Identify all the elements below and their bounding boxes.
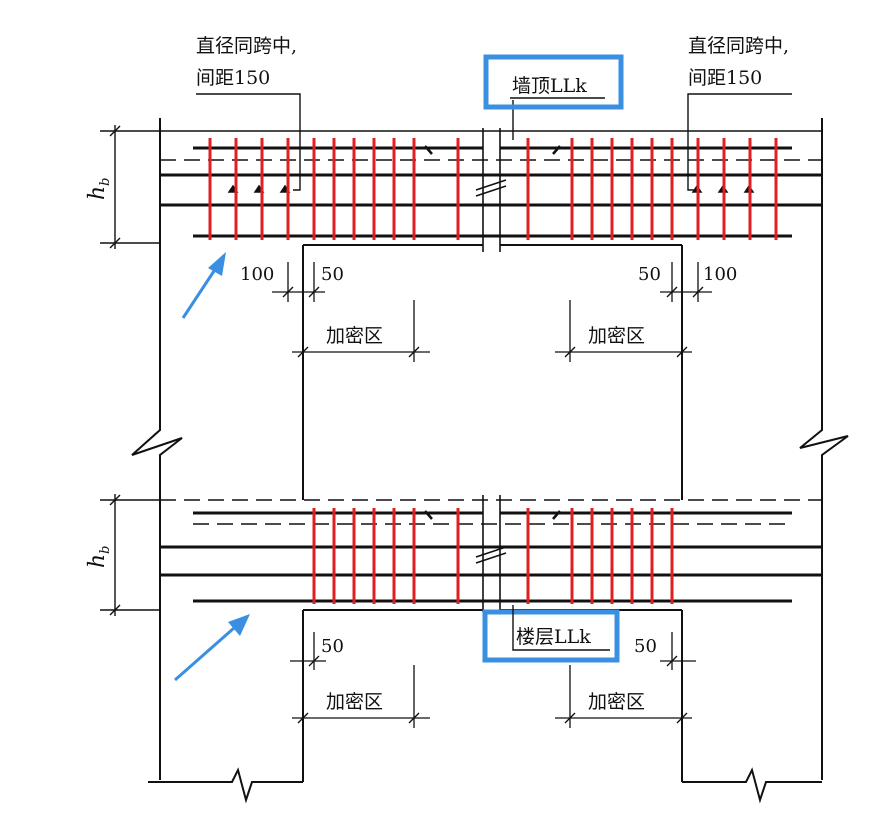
dense-zone-label-top-right: 加密区 xyxy=(588,325,645,347)
note-left-line-2: 间距150 xyxy=(196,67,270,89)
dim-50-top-right: 50 xyxy=(638,264,661,285)
dim-50-bottom-left: 50 xyxy=(321,636,344,657)
floor-beam-hook-right xyxy=(552,510,561,520)
dense-zone-label-bottom-left: 加密区 xyxy=(326,691,383,713)
left-wall-outer-line xyxy=(131,118,183,780)
dense-zone-label-top-left: 加密区 xyxy=(326,325,383,347)
wall-top-beam-highlight-box xyxy=(483,54,624,110)
wall-outlines xyxy=(131,118,849,804)
pointer-arrow-top xyxy=(181,252,226,319)
top-beam-stirrups xyxy=(208,138,778,240)
hb-label-bottom: hb xyxy=(85,546,113,569)
dim-100-top-right: 100 xyxy=(703,264,737,285)
center-break-lines xyxy=(475,128,507,612)
hb-dimension-top xyxy=(100,125,160,249)
note-left-line-1: 直径同跨中, xyxy=(196,35,297,57)
dim-100-top-left: 100 xyxy=(240,264,274,285)
top-beam xyxy=(160,130,822,240)
dimension-lines-top xyxy=(272,262,712,302)
top-beam-hook-left xyxy=(424,145,433,155)
hb-dimension-bottom xyxy=(100,494,160,616)
dim-50-top-left: 50 xyxy=(321,264,344,285)
dense-zone-dimensions xyxy=(292,300,692,728)
floor-beam-highlight-box xyxy=(482,609,620,663)
floor-beam-label: 楼层LLk xyxy=(516,626,591,648)
pointer-arrow-bottom xyxy=(174,614,250,682)
dense-zone-label-bottom-right: 加密区 xyxy=(588,691,645,713)
base-line-left xyxy=(148,767,303,804)
floor-beam xyxy=(160,499,822,604)
wall-top-beam-label: 墙顶LLk xyxy=(512,75,587,97)
note-right-line-2: 间距150 xyxy=(688,67,762,89)
note-right-line-1: 直径同跨中, xyxy=(688,35,789,57)
base-line-right xyxy=(682,767,822,804)
dim-50-bottom-right: 50 xyxy=(634,636,657,657)
floor-beam-stirrups xyxy=(312,508,674,604)
floor-beam-hook-left xyxy=(424,510,433,520)
top-beam-hook-right xyxy=(552,145,561,155)
hb-label-top: hb xyxy=(85,178,113,201)
right-wall-outer-line xyxy=(799,118,849,780)
dimension-lines-bottom xyxy=(290,632,696,670)
